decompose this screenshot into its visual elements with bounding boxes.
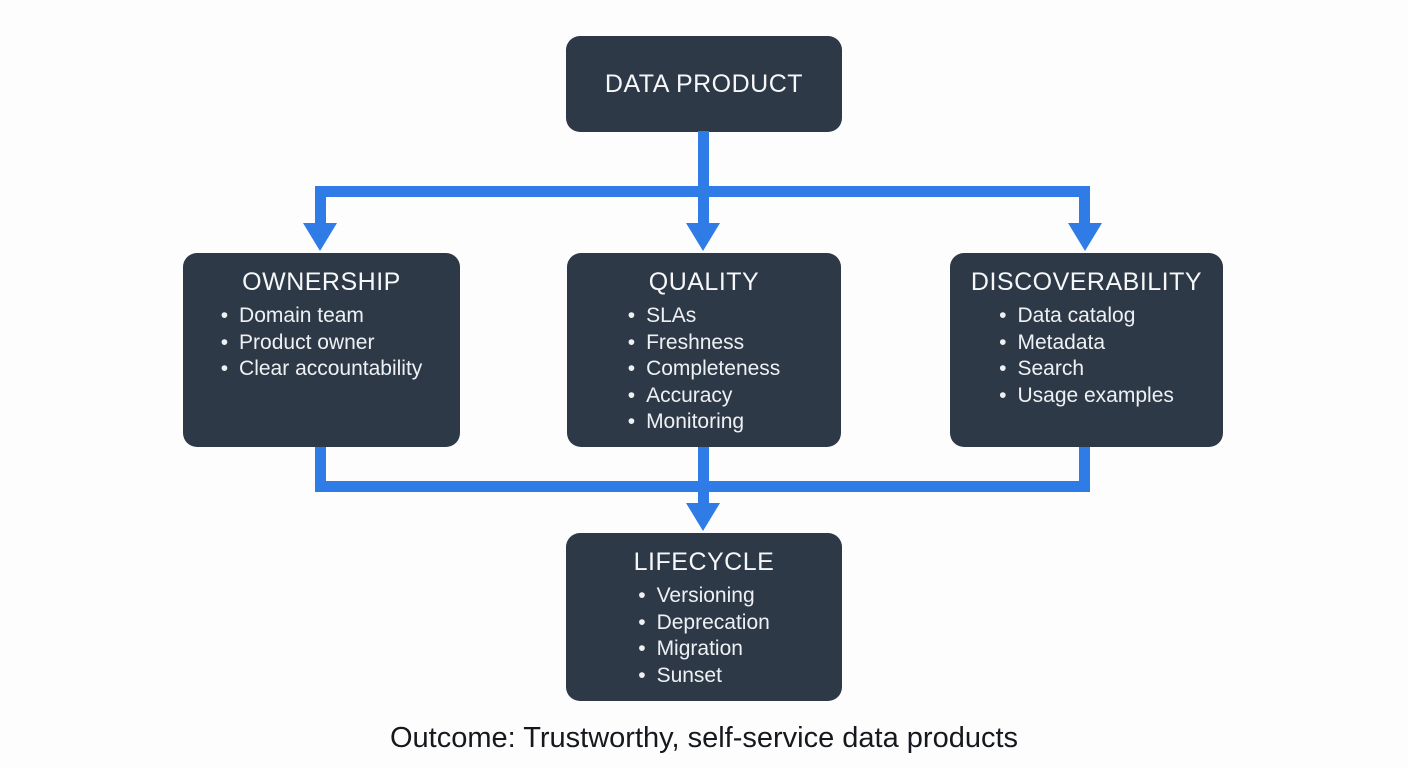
list-item: Freshness [628,330,781,357]
node-lifecycle-title: LIFECYCLE [633,548,775,576]
list-item: Migration [638,636,770,663]
list-item: Product owner [221,330,423,357]
node-quality: QUALITY SLAs Freshness Completeness Accu… [567,253,841,447]
arrowhead-to-lifecycle [686,503,720,531]
list-item: Deprecation [638,610,770,637]
outcome-caption: Outcome: Trustworthy, self-service data … [389,722,1019,754]
connector-right-down-line [1079,447,1090,492]
arrowhead-to-quality [686,223,720,251]
list-item: Versioning [638,583,770,610]
node-lifecycle: LIFECYCLE Versioning Deprecation Migrati… [566,533,842,701]
node-data-product: DATA PRODUCT [566,36,842,132]
connector-root-vertical-line [698,131,709,191]
list-item: Completeness [628,356,780,383]
connector-center-down-line [698,447,709,503]
node-quality-title: QUALITY [648,268,760,296]
list-item: Data catalog [999,303,1174,330]
node-discoverability-list: Data catalog Metadata Search Usage examp… [999,303,1174,410]
list-item: Domain team [221,303,423,330]
node-lifecycle-list: Versioning Deprecation Migration Sunset [638,583,770,689]
node-ownership-list: Domain team Product owner Clear accounta… [221,303,423,383]
node-quality-list: SLAs Freshness Completeness Accuracy Mon… [628,303,781,436]
list-item: Sunset [638,663,770,690]
list-item: SLAs [628,303,781,330]
list-item: Monitoring [628,409,781,436]
node-ownership: OWNERSHIP Domain team Product owner Clea… [183,253,460,447]
node-data-product-title: DATA PRODUCT [604,69,804,98]
list-item: Search [999,356,1174,383]
list-item: Accuracy [628,383,781,410]
arrowhead-to-ownership [303,223,337,251]
node-discoverability: DISCOVERABILITY Data catalog Metadata Se… [950,253,1223,447]
connector-center-stub-line [698,186,709,224]
connector-left-down-line [315,447,326,492]
list-item: Metadata [999,330,1174,357]
node-discoverability-title: DISCOVERABILITY [970,268,1203,296]
list-item: Clear accountability [221,356,422,383]
arrowhead-to-discoverability [1068,223,1102,251]
connector-left-stub-line [315,186,326,224]
connector-right-stub-line [1079,186,1090,224]
node-ownership-title: OWNERSHIP [242,268,401,296]
list-item: Usage examples [999,383,1173,410]
